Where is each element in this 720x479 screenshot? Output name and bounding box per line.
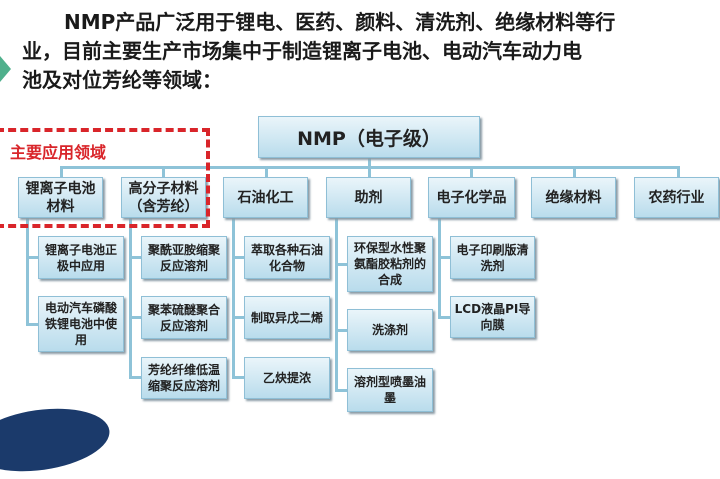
- connector: [438, 256, 450, 259]
- connector: [129, 316, 141, 319]
- connector: [232, 376, 244, 379]
- connector: [438, 316, 450, 319]
- child-node: 制取异戊二烯: [244, 296, 330, 339]
- decorative-swoosh: [0, 400, 114, 479]
- child-node: 聚苯硫醚聚合反应溶剂: [141, 296, 227, 339]
- connector: [438, 218, 441, 318]
- child-node: 电子印刷版清洗剂: [450, 236, 535, 279]
- connector: [26, 323, 38, 326]
- intro-line-2: 业，目前主要生产市场集中于制造锂离子电池、电动汽车动力电: [22, 39, 582, 63]
- connector: [129, 376, 141, 379]
- child-node: 环保型水性聚氨酯胶粘剂的合成: [347, 236, 433, 292]
- category-additives: 助剂: [326, 177, 411, 218]
- child-node: 洗涤剂: [347, 309, 433, 351]
- connector: [335, 218, 338, 392]
- connector: [129, 218, 132, 378]
- highlight-label: 主要应用领域: [10, 143, 107, 162]
- child-node: 聚酰亚胺缩聚反应溶剂: [141, 236, 227, 279]
- connector: [26, 256, 38, 259]
- connector: [265, 166, 268, 177]
- child-node: 锂离子电池正极中应用: [38, 236, 124, 279]
- highlight-dashed-frame: [0, 128, 210, 228]
- category-electronic-chemicals: 电子化学品: [428, 177, 515, 218]
- category-polymer: 高分子材料（含芳纶）: [121, 177, 206, 218]
- connector: [470, 166, 473, 177]
- connector: [335, 329, 347, 332]
- connector: [335, 389, 347, 392]
- connector: [677, 166, 680, 177]
- child-node: 芳纶纤维低温缩聚反应溶剂: [141, 357, 227, 399]
- connector: [368, 158, 371, 168]
- connector: [162, 166, 165, 177]
- intro-line-3: 池及对位芳纶等领域：: [22, 68, 222, 92]
- connector: [368, 166, 371, 177]
- child-node: 电动汽车磷酸铁锂电池中使用: [38, 296, 124, 352]
- child-node: 溶剂型喷墨油墨: [347, 368, 433, 412]
- connector: [232, 218, 235, 378]
- intro-text: NMP产品广泛用于锂电、医药、颜料、清洗剂、绝缘材料等行 业，目前主要生产市场集…: [22, 8, 712, 95]
- category-li-ion-battery: 锂离子电池材料: [18, 177, 103, 218]
- child-node: 萃取各种石油化合物: [244, 236, 330, 279]
- connector: [573, 166, 576, 177]
- bullet-arrow-icon: [0, 56, 11, 82]
- category-insulation: 绝缘材料: [531, 177, 616, 218]
- child-node: LCD液晶PI导向膜: [450, 296, 535, 338]
- connector: [129, 256, 141, 259]
- category-petrochemical: 石油化工: [223, 177, 308, 218]
- connector: [60, 166, 63, 177]
- connector: [335, 263, 347, 266]
- connector: [232, 316, 244, 319]
- category-pesticide: 农药行业: [634, 177, 719, 218]
- connector: [232, 256, 244, 259]
- intro-line-1: NMP产品广泛用于锂电、医药、颜料、清洗剂、绝缘材料等行: [64, 10, 616, 34]
- child-node: 乙炔提浓: [244, 357, 330, 399]
- connector: [26, 218, 29, 326]
- root-node: NMP（电子级）: [258, 116, 480, 158]
